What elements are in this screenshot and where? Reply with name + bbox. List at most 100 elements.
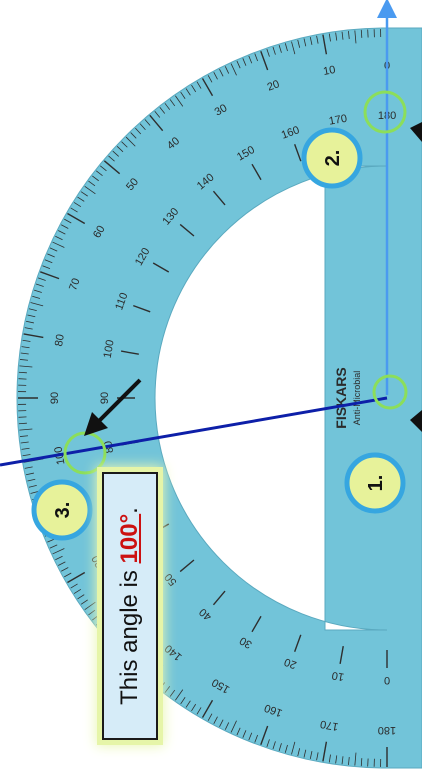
brand-logo: FISKARS	[333, 367, 349, 428]
inner-scale-label: 0	[384, 674, 390, 686]
scale-tick	[24, 327, 33, 330]
scale-tick	[19, 435, 29, 437]
scale-tick	[322, 741, 328, 762]
scale-tick	[335, 755, 338, 764]
scale-tick	[80, 191, 88, 197]
scale-tick	[58, 230, 66, 235]
scale-tick	[248, 55, 253, 64]
scale-tick	[25, 472, 34, 476]
caption-prefix: This angle is	[116, 563, 143, 705]
scale-tick	[84, 601, 96, 610]
scale-tick	[248, 732, 253, 741]
scale-tick	[201, 78, 214, 97]
scale-tick	[80, 599, 88, 605]
scale-tick	[64, 572, 72, 578]
scale-tick	[77, 594, 85, 600]
scale-tick	[55, 555, 63, 561]
scale-tick	[22, 454, 31, 457]
step-badge-label: 1.	[365, 475, 387, 492]
scale-tick	[52, 548, 65, 555]
scale-tick	[67, 571, 86, 584]
step-badge-1: 1.	[344, 452, 406, 514]
scale-tick	[154, 110, 161, 118]
scale-tick	[95, 170, 103, 177]
center-point-circle	[372, 374, 408, 410]
scale-tick	[196, 707, 202, 715]
scale-tick	[47, 253, 55, 258]
scale-tick	[341, 31, 344, 40]
scale-tick	[34, 289, 42, 293]
step-badge-2: 2.	[301, 127, 363, 189]
brand-subtitle: Anti-Microbial	[352, 371, 362, 426]
scale-tick	[175, 95, 184, 107]
scale-tick	[121, 141, 128, 148]
outer-scale-label: 70	[67, 277, 82, 293]
scale-tick	[112, 150, 119, 157]
outer-scale-label: 20	[266, 78, 282, 93]
scale-tick	[116, 146, 124, 153]
scale-tick	[180, 91, 186, 99]
arrow-icon	[410, 410, 422, 432]
inner-scale-tick	[293, 144, 302, 162]
scale-tick	[303, 749, 307, 758]
scale-tick	[21, 447, 30, 450]
scale-tick	[219, 719, 224, 727]
outer-scale-label: 180	[378, 724, 396, 736]
scale-tick	[291, 41, 296, 55]
scale-tick	[348, 30, 350, 40]
scale-tick	[348, 756, 350, 766]
inner-scale-tick	[339, 646, 344, 665]
scale-tick	[236, 60, 241, 69]
scale-tick	[73, 588, 82, 594]
scale-tick	[32, 295, 41, 299]
scale-tick	[77, 196, 85, 202]
scale-tick	[297, 39, 301, 48]
scale-tick	[180, 697, 186, 705]
scale-tick	[70, 207, 78, 213]
scale-tick	[242, 58, 247, 66]
scale-tick	[70, 583, 78, 589]
scale-tick	[25, 320, 34, 324]
scale-tick	[23, 333, 44, 339]
scale-tick	[278, 45, 282, 53]
scale-tick	[49, 544, 58, 549]
scale-tick	[260, 51, 269, 71]
arrow-icon	[410, 122, 422, 142]
scale-tick	[272, 46, 276, 55]
step-badge-3: 3.	[31, 479, 93, 541]
scale-tick	[360, 29, 363, 38]
scale-tick	[18, 371, 27, 374]
scale-tick	[354, 30, 357, 44]
arrow-icon	[84, 378, 142, 436]
angle-value: 100°	[116, 513, 143, 564]
step-badge-label: 2.	[322, 150, 344, 167]
scale-tick	[191, 84, 197, 93]
scale-tick	[236, 727, 241, 736]
scale-tick	[201, 699, 214, 718]
scale-tick	[322, 34, 328, 55]
scale-tick	[47, 538, 55, 543]
scale-tick	[354, 752, 357, 766]
scale-tick	[125, 136, 136, 147]
scale-tick	[88, 180, 96, 187]
scale-tick	[24, 466, 33, 469]
scale-tick	[169, 689, 176, 697]
inner-scale-tick	[179, 223, 195, 237]
step-badge-label: 3.	[52, 502, 74, 519]
scale-tick	[28, 484, 37, 488]
scale-tick	[19, 359, 29, 361]
outer-scale-label: 30	[213, 102, 230, 119]
scale-tick	[20, 441, 29, 444]
scale-tick	[18, 422, 27, 425]
scale-tick	[309, 751, 313, 760]
inner-scale-tick	[133, 304, 151, 313]
outer-scale-label: 10	[322, 64, 336, 78]
scale-tick	[185, 88, 191, 96]
scale-tick	[254, 734, 259, 743]
inner-scale-tick	[251, 615, 262, 633]
scale-tick	[224, 66, 230, 74]
scale-tick	[61, 224, 69, 229]
scale-tick	[58, 561, 66, 566]
scale-tick	[159, 106, 166, 114]
